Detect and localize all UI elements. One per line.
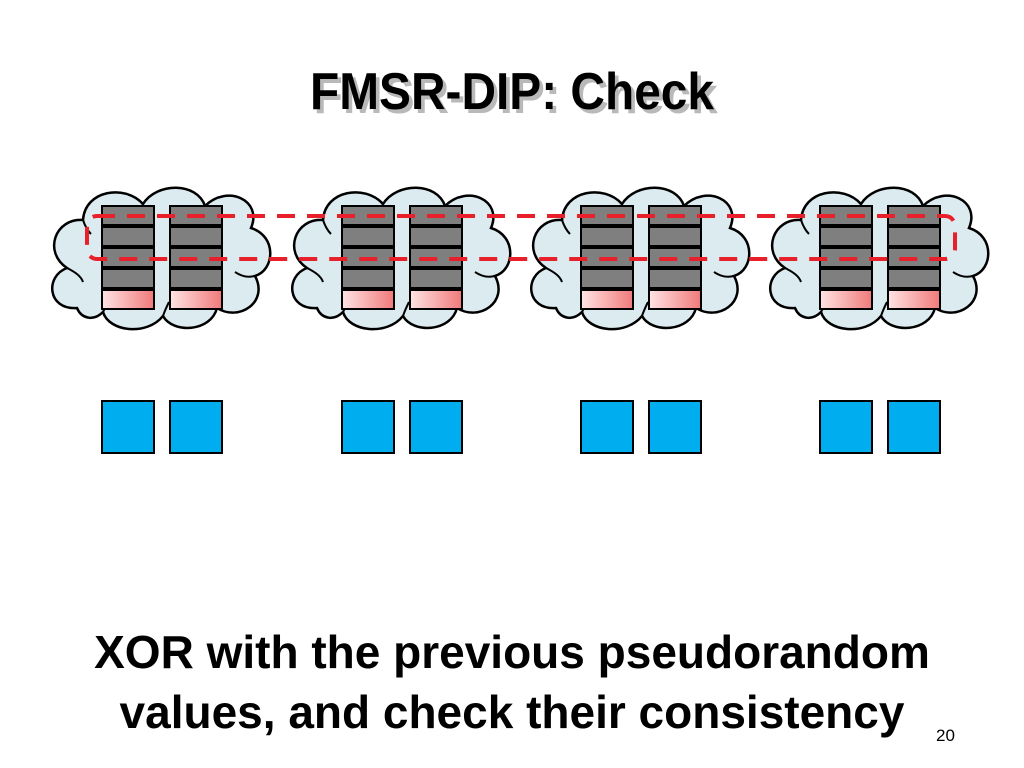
- cloud-puff-line: [952, 271, 974, 278]
- pink-chunk-block: [887, 289, 941, 310]
- caption-line-2: values, and check their consistency: [119, 686, 905, 738]
- gray-chunk-block: [101, 226, 155, 247]
- cloud-puff-line: [561, 219, 571, 235]
- chunk-column: [169, 205, 223, 310]
- cloud-puff-line: [474, 271, 496, 278]
- gray-chunk-block: [169, 268, 223, 289]
- result-square: [648, 400, 702, 454]
- cloud-puff-line: [234, 271, 256, 278]
- pink-chunk-block: [580, 289, 634, 310]
- result-square: [580, 400, 634, 454]
- result-square: [101, 400, 155, 454]
- slide-number: 20: [936, 726, 955, 745]
- gray-chunk-block: [341, 268, 395, 289]
- cloud-puff-line: [880, 301, 888, 317]
- chunk-column: [409, 205, 463, 310]
- result-square: [409, 400, 463, 454]
- pink-chunk-block: [409, 289, 463, 310]
- gray-chunk-block: [648, 268, 702, 289]
- gray-chunk-block: [341, 226, 395, 247]
- gray-chunk-block: [409, 268, 463, 289]
- pink-chunk-block: [341, 289, 395, 310]
- pink-chunk-block: [169, 289, 223, 310]
- gray-chunk-block: [819, 226, 873, 247]
- chunk-column: [887, 205, 941, 310]
- checked-rows-dashed-box: [85, 214, 957, 261]
- cloud-puff-line: [162, 301, 170, 317]
- cloud-puff-line: [713, 271, 735, 278]
- pink-chunk-block: [648, 289, 702, 310]
- cloud-puff-line: [545, 267, 563, 283]
- cloud-puff-line: [322, 219, 332, 235]
- gray-chunk-block: [648, 226, 702, 247]
- result-square: [819, 400, 873, 454]
- cloud-puff-line: [800, 219, 810, 235]
- gray-chunk-block: [101, 268, 155, 289]
- gray-chunk-block: [169, 226, 223, 247]
- gray-chunk-block: [580, 226, 634, 247]
- result-square: [887, 400, 941, 454]
- cloud-puff-line: [306, 267, 324, 283]
- cloud-puff-line: [784, 267, 802, 283]
- caption: XOR with the previous pseudorandom value…: [0, 622, 1024, 742]
- gray-chunk-block: [409, 226, 463, 247]
- cloud-puff-line: [641, 301, 649, 317]
- cloud-puff-line: [66, 267, 84, 283]
- pink-chunk-block: [101, 289, 155, 310]
- gray-chunk-block: [887, 226, 941, 247]
- gray-chunk-block: [887, 268, 941, 289]
- gray-chunk-block: [580, 268, 634, 289]
- result-square: [341, 400, 395, 454]
- result-square: [169, 400, 223, 454]
- caption-line-1: XOR with the previous pseudorandom: [94, 626, 930, 678]
- gray-chunk-block: [819, 268, 873, 289]
- pink-chunk-block: [819, 289, 873, 310]
- slide-title: FMSR-DIP: Check: [309, 63, 715, 121]
- cloud-puff-line: [402, 301, 410, 317]
